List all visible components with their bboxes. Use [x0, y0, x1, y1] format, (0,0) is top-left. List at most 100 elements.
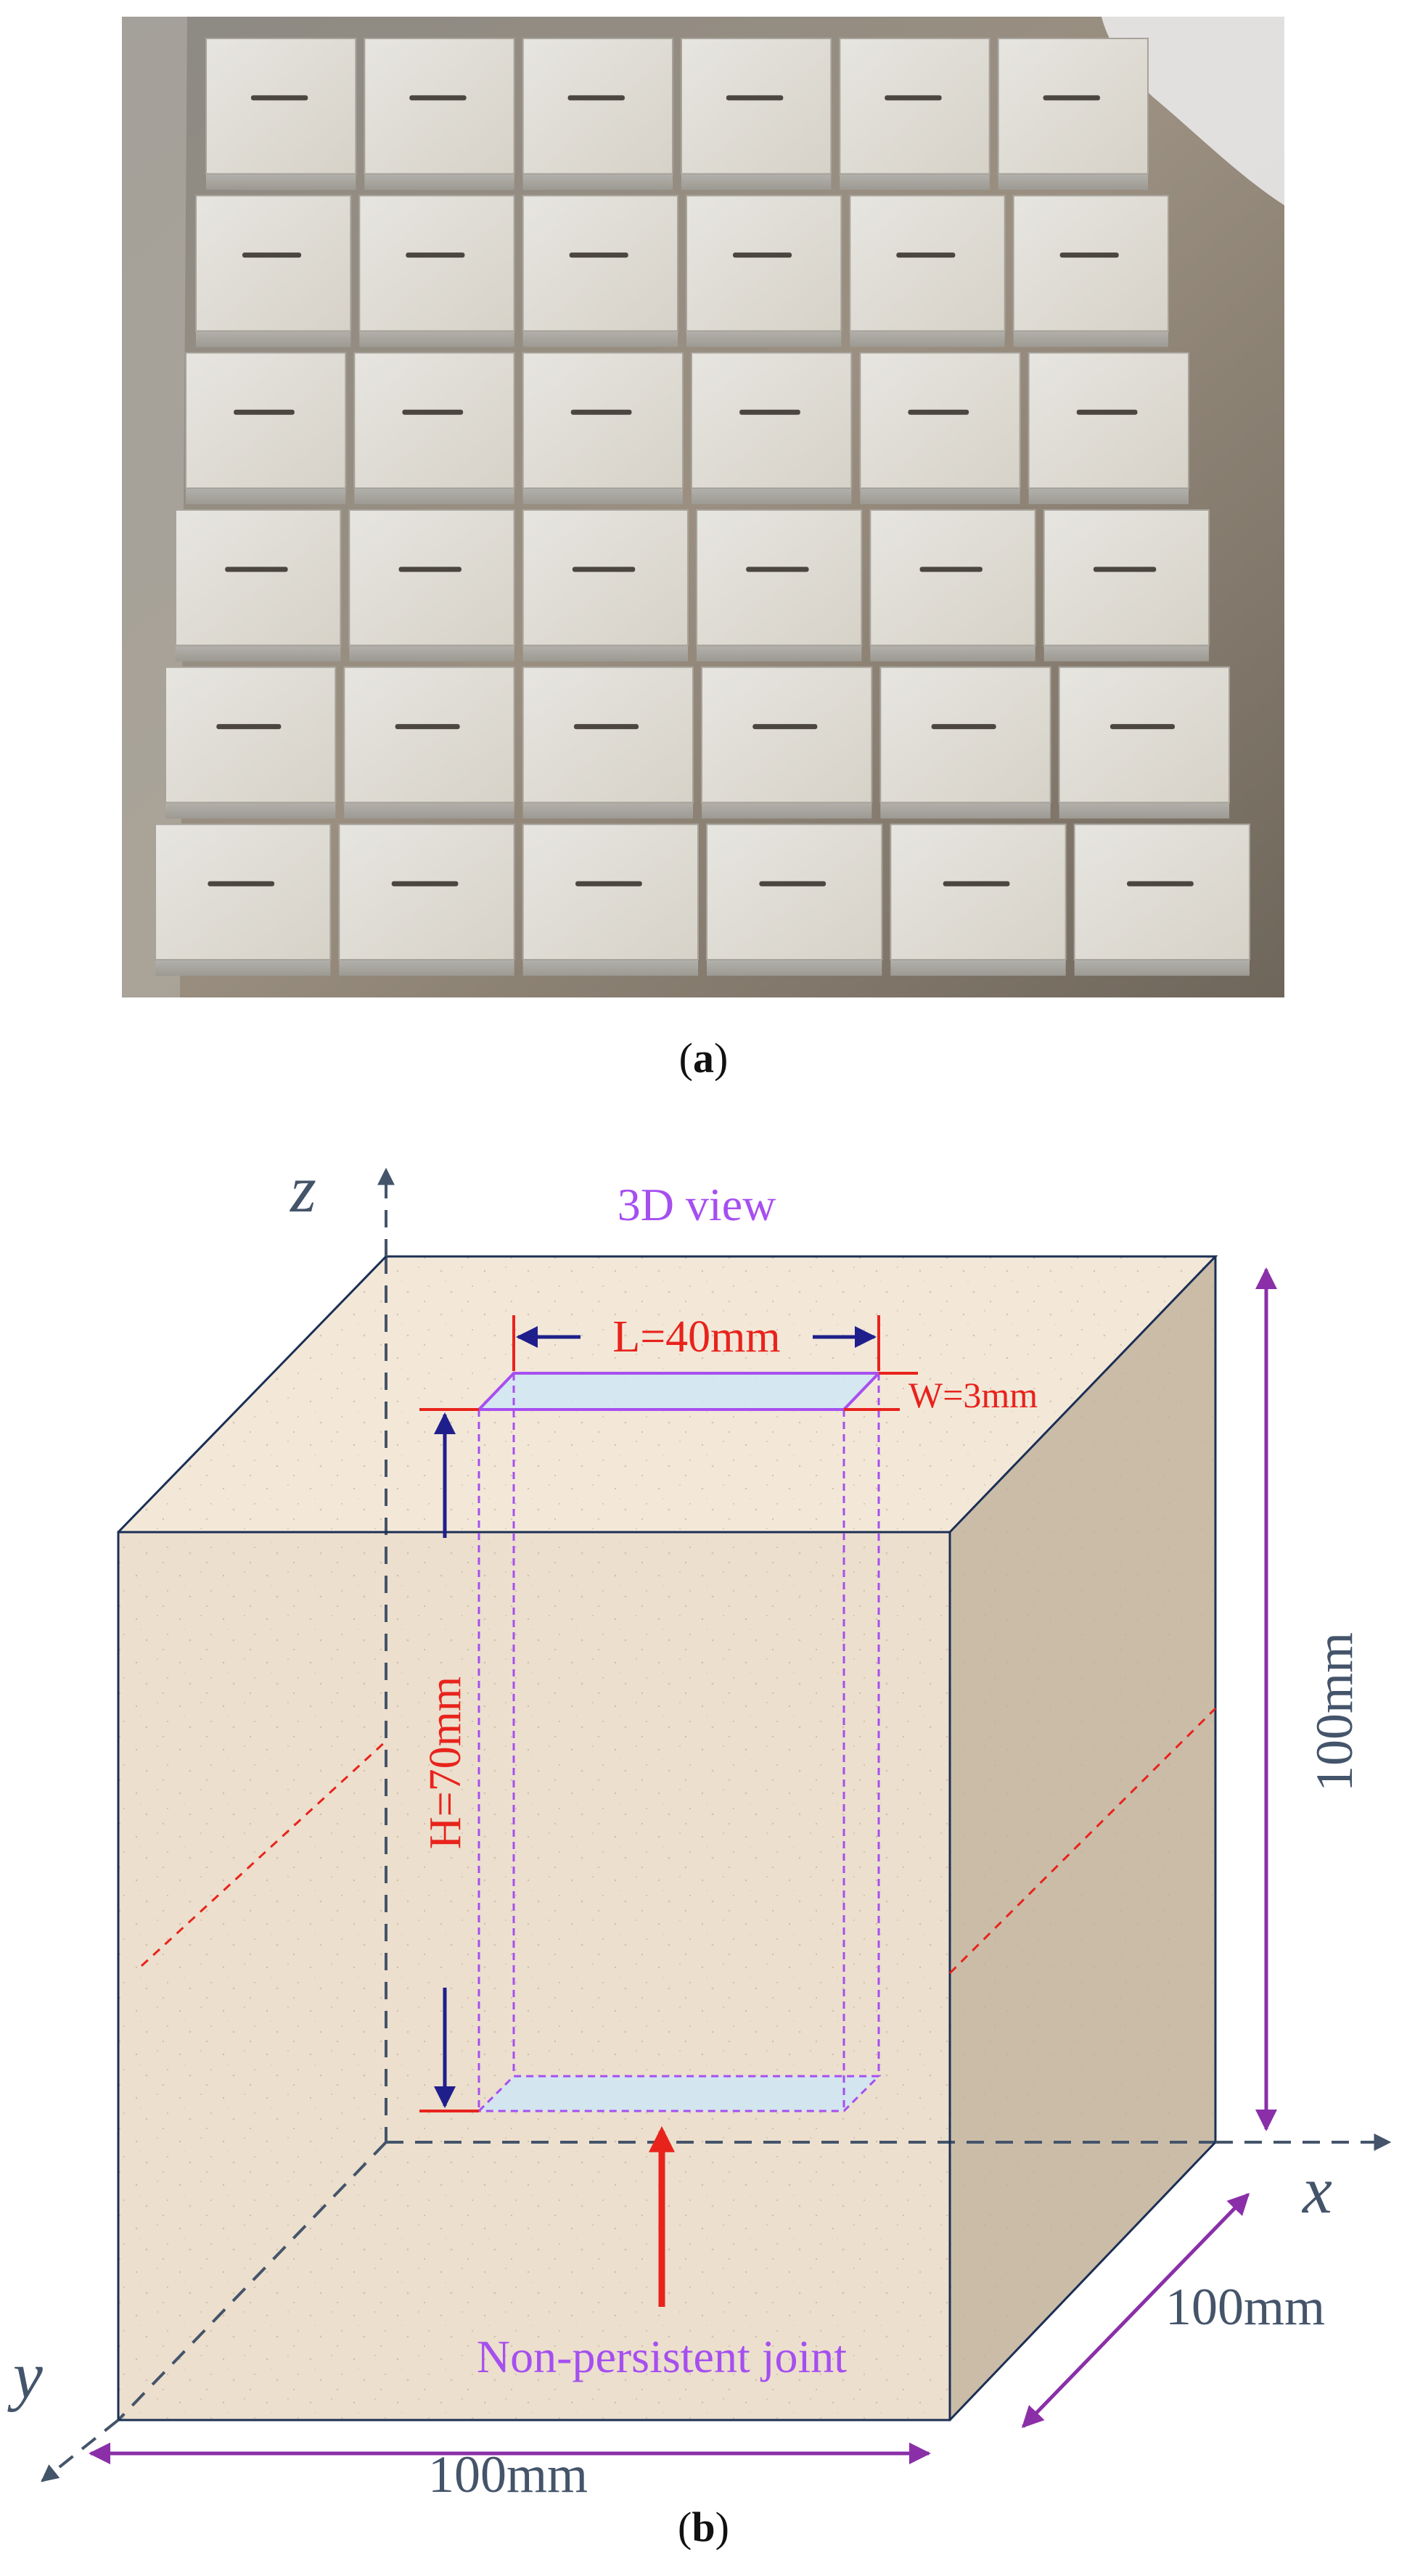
- specimen-flaw-slit: [943, 881, 1010, 886]
- specimen-block: [358, 194, 515, 332]
- specimen-block: [879, 666, 1051, 804]
- joint-label: Non-persistent joint: [477, 2331, 847, 2382]
- dimension-length: L=40mm: [512, 1312, 880, 1371]
- specimen-flaw-slit: [1127, 881, 1194, 886]
- specimen-block: [706, 823, 883, 961]
- cube: [117, 1255, 1218, 2421]
- joint-length-label: L=40mm: [612, 1312, 780, 1362]
- specimen-block: [849, 194, 1006, 332]
- midplane-line-left: [140, 1740, 387, 1967]
- specimen-block: [185, 352, 347, 490]
- specimen-flaw-slit: [572, 567, 636, 572]
- specimen-block: [175, 509, 342, 646]
- specimen-block: [165, 666, 337, 804]
- caption-a-letter: a: [693, 1034, 714, 1082]
- specimen-flaw-slit: [919, 567, 983, 572]
- dimension-cube-width: 100mm: [89, 2443, 931, 2495]
- specimen-flaw-slit: [726, 95, 784, 101]
- specimen-flaw-slit: [208, 881, 275, 886]
- specimen-flaw-slit: [242, 252, 302, 258]
- z-axis-label: z: [289, 1152, 316, 1226]
- specimen-diagram: z x y L=40mm: [0, 1132, 1407, 2495]
- joint-height-label: H=70mm: [421, 1676, 470, 1849]
- specimen-flaw-slit: [885, 95, 942, 101]
- specimen-flaw-slit: [402, 409, 464, 415]
- specimen-block: [691, 352, 853, 490]
- specimen-block: [338, 823, 515, 961]
- specimen-blocks: [155, 38, 1250, 976]
- x-axis-label: x: [1301, 2153, 1332, 2227]
- specimen-flaw-slit: [406, 252, 465, 258]
- caption-b: (b): [678, 2503, 729, 2551]
- specimen-block: [839, 38, 990, 175]
- specimen-block: [1043, 509, 1210, 646]
- specimen-flaw-slit: [250, 95, 308, 101]
- specimen-flaw-slit: [567, 95, 625, 101]
- specimen-flaw-slit: [569, 252, 628, 258]
- axes: z x y: [7, 1152, 1392, 2482]
- specimen-block: [686, 194, 842, 332]
- specimen-block: [522, 352, 684, 490]
- specimen-block: [696, 509, 863, 646]
- specimen-block: [890, 823, 1067, 961]
- specimen-block: [343, 666, 515, 804]
- view-label: 3D view: [618, 1179, 776, 1230]
- specimen-block: [997, 38, 1149, 175]
- non-persistent-joint: [475, 1372, 882, 2112]
- specimen-block: [364, 38, 515, 175]
- specimen-block: [859, 352, 1021, 490]
- dimension-width: W=3mm: [844, 1372, 1038, 1415]
- specimen-flaw-slit: [733, 252, 792, 258]
- dimension-cube-height: 100mm: [1255, 1267, 1363, 2131]
- specimen-block: [869, 509, 1036, 646]
- y-axis: [41, 2419, 120, 2482]
- specimen-flaw-slit: [1109, 724, 1176, 730]
- specimen-block: [1058, 666, 1230, 804]
- specimen-block: [353, 352, 515, 490]
- specimen-flaw-slit: [1059, 252, 1119, 258]
- specimen-block: [522, 194, 679, 332]
- specimen-block: [155, 823, 332, 961]
- specimen-flaw-slit: [759, 881, 826, 886]
- specimen-flaw-slit: [752, 724, 818, 730]
- specimen-photo: [122, 17, 1284, 997]
- specimen-block: [1073, 823, 1250, 961]
- specimen-flaw-slit: [225, 567, 288, 572]
- specimen-block: [522, 666, 694, 804]
- cube-width-label: 100mm: [428, 2445, 588, 2495]
- specimen-flaw-slit: [746, 567, 809, 572]
- specimen-flaw-slit: [216, 724, 282, 730]
- specimen-flaw-slit: [570, 409, 632, 415]
- specimen-block: [348, 509, 515, 646]
- specimen-block: [681, 38, 832, 175]
- joint-pointer: Non-persistent joint: [477, 2126, 847, 2382]
- specimen-block: [522, 509, 689, 646]
- specimen-block: [195, 194, 352, 332]
- specimen-flaw-slit: [1076, 409, 1138, 415]
- specimen-block: [1012, 194, 1169, 332]
- specimen-block: [522, 823, 700, 961]
- caption-a: (a): [678, 1034, 729, 1082]
- specimen-block: [1027, 352, 1189, 490]
- hidden-edge-depth: [117, 2141, 387, 2421]
- specimen-flaw-slit: [739, 409, 800, 415]
- specimen-flaw-slit: [391, 881, 459, 886]
- joint-width-label: W=3mm: [908, 1375, 1038, 1415]
- caption-b-letter: b: [692, 2503, 715, 2551]
- specimen-flaw-slit: [931, 724, 996, 730]
- specimen-block: [522, 38, 674, 175]
- specimen-flaw-slit: [1043, 95, 1100, 101]
- cube-height-label: 100mm: [1305, 1632, 1363, 1792]
- specimen-block: [701, 666, 873, 804]
- specimen-flaw-slit: [234, 409, 295, 415]
- specimen-block: [205, 38, 357, 175]
- specimen-flaw-slit: [573, 724, 639, 730]
- specimen-flaw-slit: [896, 252, 956, 258]
- specimen-flaw-slit: [575, 881, 642, 886]
- specimen-flaw-slit: [395, 724, 460, 730]
- cube-depth-label: 100mm: [1165, 2278, 1325, 2336]
- specimen-flaw-slit: [908, 409, 969, 415]
- dimension-height: H=70mm: [419, 1408, 479, 2112]
- specimen-flaw-slit: [409, 95, 467, 101]
- specimen-flaw-slit: [398, 567, 462, 572]
